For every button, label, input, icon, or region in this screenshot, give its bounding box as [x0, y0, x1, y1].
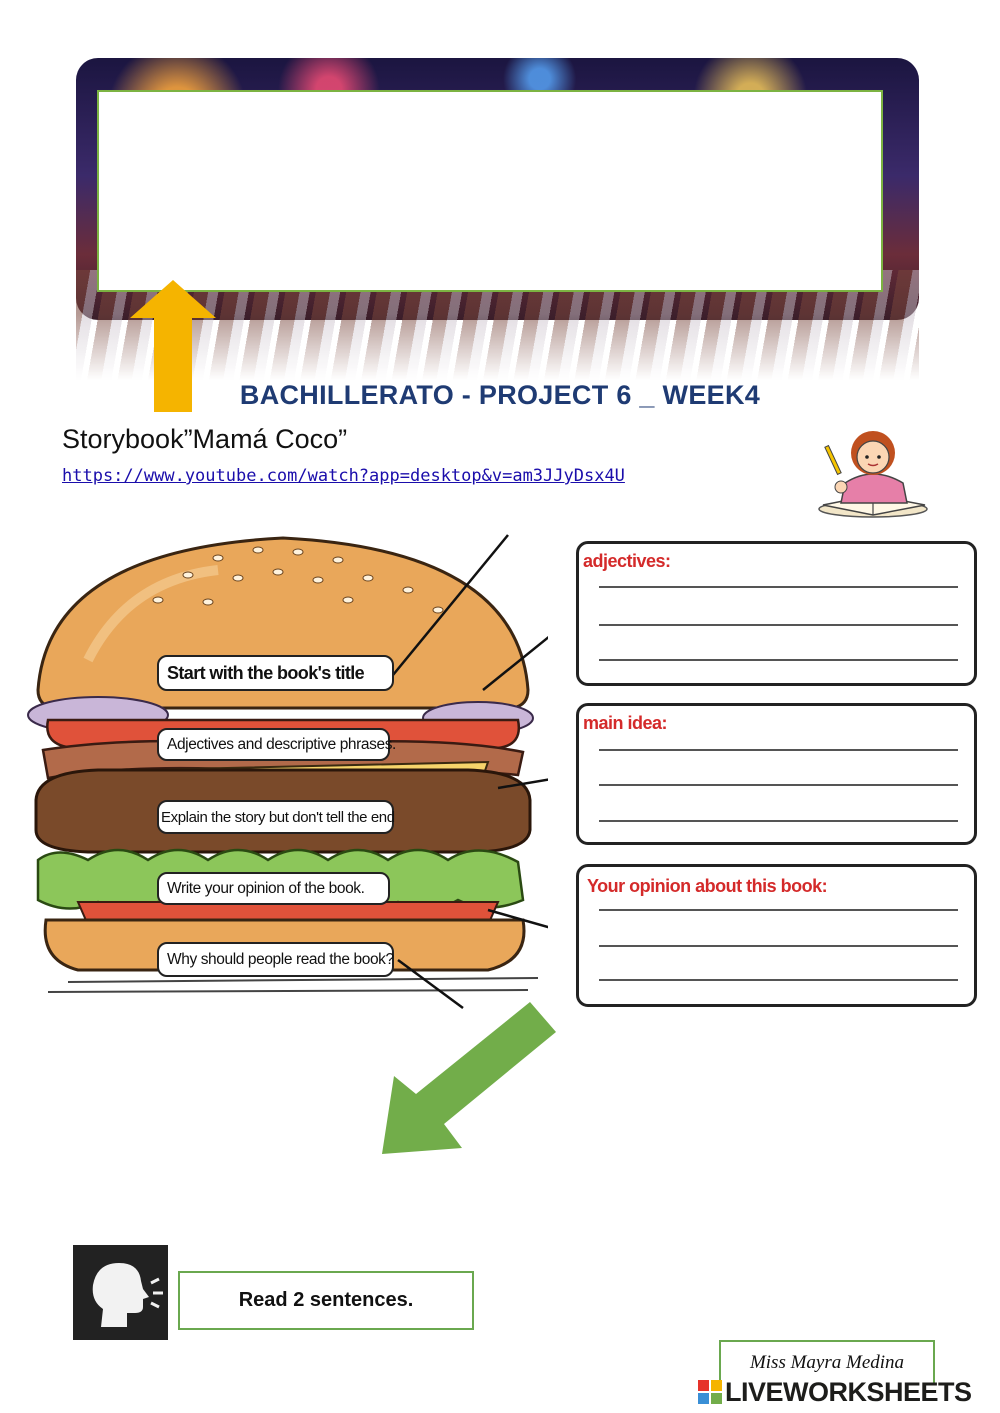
video-link[interactable]: https://www.youtube.com/watch?app=deskto…	[62, 466, 625, 486]
answer-line[interactable]	[599, 979, 958, 981]
burger-label-why: Why should people read the book?	[157, 942, 394, 977]
answer-line[interactable]	[599, 624, 958, 626]
answer-line[interactable]	[599, 749, 958, 751]
opinion-label: Your opinion about this book:	[587, 876, 828, 896]
burger-label-adjectives: Adjectives and descriptive phrases.	[157, 728, 396, 761]
adjectives-label: adjectives:	[583, 551, 671, 571]
burger-diagram	[27, 534, 548, 1010]
burger-label-title: Start with the book's title	[157, 655, 394, 691]
answer-line[interactable]	[599, 945, 958, 947]
main-idea-answer-box[interactable]: main idea:	[576, 703, 977, 845]
green-down-left-arrow-icon	[382, 1002, 556, 1154]
read-sentences-task: Read 2 sentences.	[178, 1271, 474, 1330]
liveworksheets-logo-icon	[698, 1380, 722, 1404]
author-name: Miss Mayra Medina	[719, 1340, 935, 1385]
opinion-answer-box[interactable]: Your opinion about this book:	[576, 864, 977, 1007]
answer-line[interactable]	[599, 586, 958, 588]
main-idea-label: main idea:	[583, 713, 668, 733]
speaking-head-icon	[73, 1245, 168, 1340]
girl-reading-icon	[818, 431, 928, 518]
story-title: Storybook”Mamá Coco”	[62, 424, 348, 454]
brand-logo: LIVEWORKSHEETS	[697, 1372, 972, 1412]
answer-line[interactable]	[599, 909, 958, 911]
answer-line[interactable]	[599, 659, 958, 661]
answer-line[interactable]	[599, 820, 958, 822]
title-answer-box[interactable]	[97, 90, 883, 292]
brand-name: LIVEWORKSHEETS	[725, 1376, 972, 1407]
adjectives-answer-box[interactable]: adjectives:	[576, 541, 977, 686]
burger-label-opinion: Write your opinion of the book.	[157, 872, 390, 905]
burger-label-explain: Explain the story but don't tell the end	[157, 800, 395, 834]
page-title: BACHILLERATO - PROJECT 6 _ WEEK4	[239, 380, 761, 410]
answer-line[interactable]	[599, 784, 958, 786]
yellow-up-arrow-icon	[130, 280, 216, 412]
